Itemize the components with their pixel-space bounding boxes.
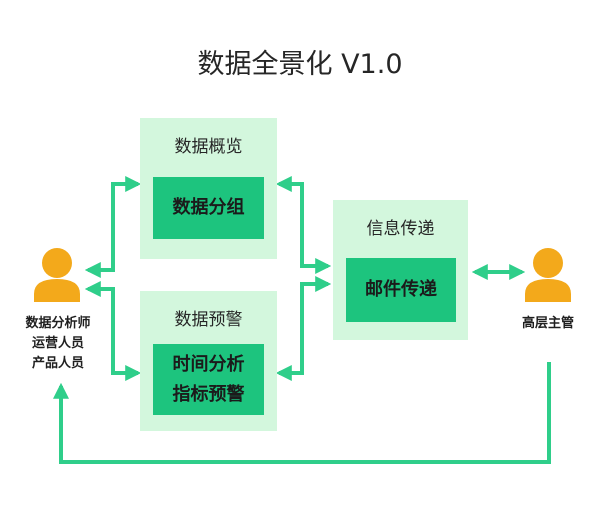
person-label-line: 运营人员 bbox=[31, 336, 84, 351]
person-label-line: 高层主管 bbox=[521, 316, 574, 331]
page-title: 数据全景化 V1.0 bbox=[197, 49, 403, 80]
arrow-overview-to-delivery bbox=[275, 176, 332, 274]
delivery-panel: 信息传递 邮件传递 bbox=[333, 200, 468, 340]
arrow-feedback-loop bbox=[53, 362, 551, 464]
arrow-alert-to-delivery bbox=[275, 276, 332, 381]
delivery-panel-title: 信息传递 bbox=[366, 219, 435, 239]
overview-panel: 数据概览 数据分组 bbox=[140, 118, 277, 259]
box-line: 数据分组 bbox=[172, 197, 245, 218]
alert-panel-title: 数据预警 bbox=[174, 310, 243, 330]
data-grouping-box: 数据分组 bbox=[153, 177, 264, 239]
overview-panel-title: 数据概览 bbox=[174, 137, 243, 157]
box-line: 邮件传递 bbox=[365, 279, 437, 300]
right-person-label: 高层主管 bbox=[508, 314, 588, 334]
person-icon bbox=[525, 248, 571, 302]
box-line: 指标预警 bbox=[172, 383, 245, 405]
left-person-label: 数据分析师 运营人员 产品人员 bbox=[14, 314, 102, 374]
person-icon bbox=[34, 248, 80, 302]
person-label-line: 产品人员 bbox=[31, 356, 84, 371]
email-delivery-box: 邮件传递 bbox=[346, 258, 456, 322]
connector-arrows bbox=[53, 176, 551, 464]
arrow-person-to-alert bbox=[84, 281, 142, 381]
arrow-person-to-overview bbox=[84, 176, 142, 278]
analysis-alert-box: 时间分析 指标预警 bbox=[153, 344, 264, 415]
person-label-line: 数据分析师 bbox=[25, 316, 91, 331]
alert-panel: 数据预警 时间分析 指标预警 bbox=[140, 291, 277, 431]
box-line: 时间分析 bbox=[172, 353, 245, 375]
